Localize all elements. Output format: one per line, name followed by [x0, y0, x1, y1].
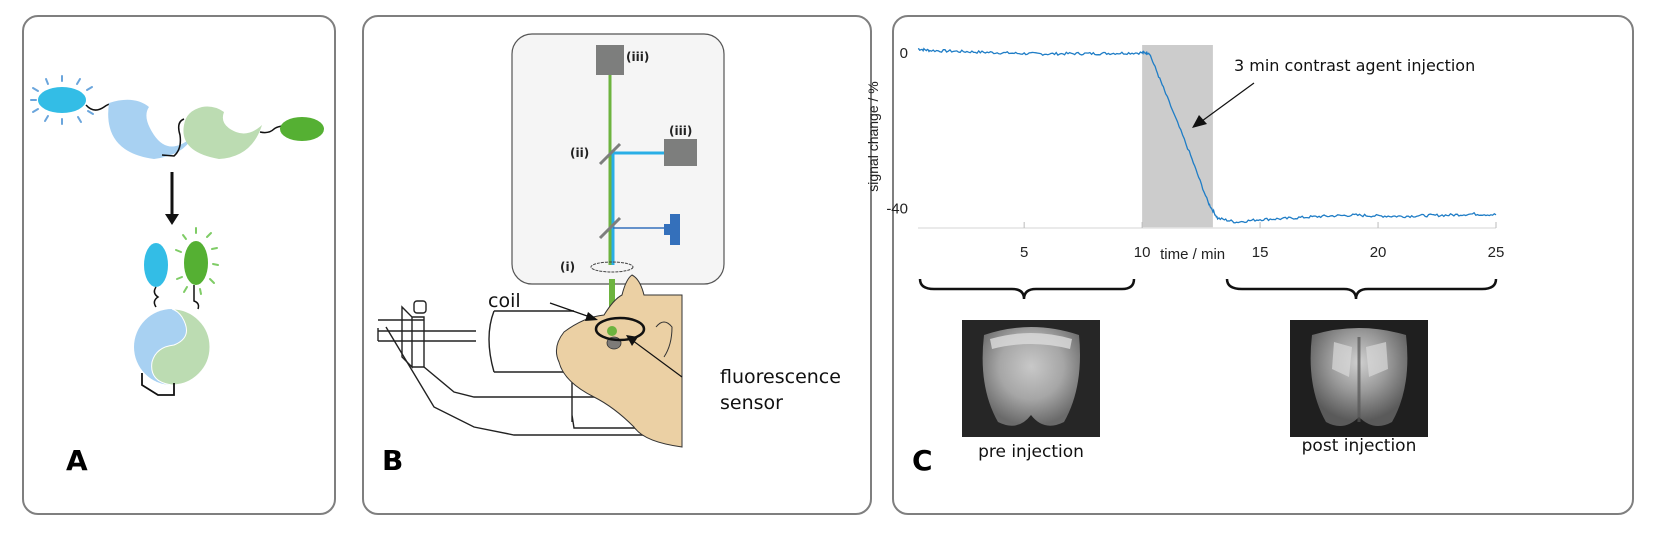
detector-top	[596, 45, 624, 75]
donor-fluorophore	[38, 87, 86, 113]
acceptor-domain	[151, 308, 211, 386]
caption-post-injection: post injection	[1302, 436, 1417, 456]
sensor-pointer	[631, 339, 683, 378]
donor-fluorophore	[144, 243, 168, 287]
y-tick-label: 0	[900, 45, 908, 62]
arrow-head	[165, 214, 179, 225]
acceptor-glow-rays	[175, 227, 219, 295]
signal-chart: 5 10 15 20 25 0 -40 signal change / % time / …	[865, 45, 1504, 462]
x-tick-label: 15	[1252, 244, 1269, 261]
fret-diagram	[30, 75, 324, 396]
panel-label: B	[382, 444, 404, 477]
linker	[161, 118, 185, 157]
annotation-arrow-head	[1192, 115, 1207, 128]
y-axis-label: signal change / %	[865, 81, 881, 192]
donor-domain	[108, 99, 192, 159]
panel-label: A	[66, 444, 88, 477]
x-tick-label: 25	[1488, 244, 1505, 261]
panel-c-contrast-measurement: 5 10 15 20 25 0 -40 signal change / % time / …	[865, 15, 1634, 515]
fiber-tip	[607, 326, 617, 336]
x-tick-label: 20	[1370, 244, 1387, 261]
setup-diagram: (iii) (iii) (ii) (i) coi	[377, 33, 841, 448]
animal-head	[555, 274, 683, 448]
dichroic-mirror	[598, 142, 622, 166]
pre-injection-brace	[918, 278, 1136, 300]
coil-pointer-head	[585, 312, 598, 321]
y-tick-group: 0 -40	[886, 45, 908, 218]
injection-shaded-region	[1142, 45, 1213, 228]
label-detector-top: (iii)	[626, 50, 649, 64]
post-injection-brace	[1225, 278, 1498, 300]
animal-holder	[377, 300, 682, 436]
acceptor-fluorophore	[184, 241, 208, 285]
caption-pre-injection: pre injection	[978, 442, 1084, 462]
acceptor-fluorophore	[280, 117, 324, 141]
label-coil: coil	[488, 290, 521, 312]
donor-glow-rays	[30, 75, 94, 125]
signal-series-line	[917, 47, 1497, 224]
x-tick-label: 5	[1020, 244, 1028, 261]
x-tick-group: 5 10 15 20 25	[1020, 222, 1504, 261]
label-dichroic: (ii)	[570, 146, 589, 160]
x-tick-label: 10	[1134, 244, 1151, 261]
injection-annotation: 3 min contrast agent injection	[1234, 56, 1475, 75]
linker	[141, 373, 175, 396]
panel-a-fret-sensor: A	[22, 15, 336, 515]
rf-coil	[594, 316, 646, 342]
coil-pointer	[549, 302, 591, 318]
linker	[193, 285, 200, 310]
x-axis-label: time / min	[1160, 246, 1225, 263]
panel-b-experimental-setup: (iii) (iii) (ii) (i) coi	[362, 15, 872, 515]
light-source	[664, 214, 680, 245]
label-detector-side: (iii)	[669, 124, 692, 138]
mri-image-post	[1290, 320, 1428, 437]
label-lens: (i)	[560, 260, 575, 274]
annotation-arrow	[1201, 82, 1255, 122]
animal-ear	[655, 321, 673, 358]
acceptor-domain	[183, 106, 262, 159]
detector-side	[664, 139, 697, 166]
label-sensor-line1: fluorescence	[720, 366, 841, 388]
label-sensor-line2: sensor	[720, 392, 783, 414]
y-tick-label: -40	[886, 201, 908, 218]
mri-image-pre	[962, 320, 1100, 437]
mirror	[598, 216, 622, 240]
linker	[153, 286, 160, 308]
panel-label: C	[912, 444, 933, 477]
lens	[590, 261, 634, 273]
sensor-pointer-head	[626, 335, 638, 346]
